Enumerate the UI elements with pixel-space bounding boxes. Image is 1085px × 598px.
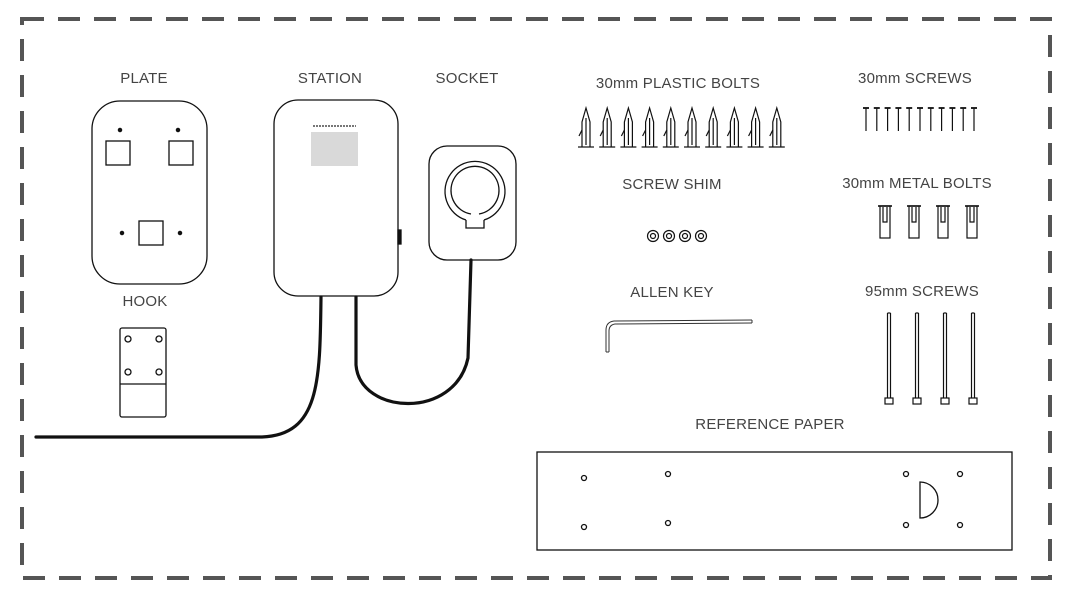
screw-30-icon	[927, 107, 934, 131]
reference-paper-drawing	[536, 451, 1013, 551]
dashed-frame	[20, 17, 1052, 580]
hook-drawing	[119, 327, 167, 418]
screw-30-icon	[906, 107, 913, 131]
plastic-bolt-icon	[747, 105, 764, 148]
plastic-bolt-icon	[684, 105, 700, 148]
screw-95-icon	[940, 312, 950, 405]
hook-label: HOOK	[122, 293, 168, 310]
socket-drawing	[428, 145, 517, 261]
screw-shim-icon	[646, 229, 660, 243]
screw-95-icon	[912, 312, 922, 405]
plastic-bolts-label: 30mm PLASTIC BOLTS	[595, 75, 761, 92]
screw-30-icon	[917, 107, 923, 131]
plastic-bolt-icon	[578, 105, 594, 148]
screws-95-group	[884, 312, 978, 405]
screw-30-icon	[884, 107, 891, 131]
plastic-bolts-group	[578, 105, 785, 148]
plastic-bolt-icon	[620, 105, 637, 148]
screw-95-icon	[968, 312, 978, 405]
cables	[34, 258, 473, 439]
metal-bolts-label: 30mm METAL BOLTS	[842, 175, 992, 192]
screw-30-icon	[949, 107, 956, 131]
plastic-bolt-icon	[641, 105, 658, 148]
plastic-bolt-icon	[726, 105, 743, 148]
plastic-bolt-icon	[705, 105, 722, 148]
allen-key-label: ALLEN KEY	[630, 284, 714, 301]
screw-shim-group	[646, 229, 708, 243]
plate-label: PLATE	[120, 70, 168, 87]
allen-key-drawing	[605, 319, 753, 353]
screw-30-icon	[863, 107, 869, 131]
screws-30-label: 30mm SCREWS	[858, 70, 972, 87]
station-drawing	[273, 99, 402, 297]
reference-paper-label: REFERENCE PAPER	[695, 416, 845, 433]
screw-30-icon	[895, 107, 902, 131]
metal-bolts-group	[878, 205, 979, 239]
screw-shim-icon	[662, 229, 676, 243]
socket-label: SOCKET	[435, 70, 499, 87]
plastic-bolt-icon	[662, 105, 679, 148]
screw-shim-icon	[694, 229, 708, 243]
plate-drawing	[91, 100, 208, 285]
metal-bolt-icon	[878, 205, 892, 239]
screw-shim-label: SCREW SHIM	[622, 176, 722, 193]
metal-bolt-icon	[936, 205, 950, 239]
metal-bolt-icon	[907, 205, 921, 239]
screws-30-group	[863, 107, 977, 131]
screw-95-icon	[884, 312, 894, 405]
metal-bolt-icon	[965, 205, 979, 239]
screws-95-label: 95mm SCREWS	[865, 283, 979, 300]
plastic-bolt-icon	[599, 105, 616, 148]
plastic-bolt-icon	[768, 105, 785, 148]
screw-30-icon	[873, 107, 880, 131]
screw-30-icon	[938, 107, 945, 131]
screw-30-icon	[971, 107, 977, 131]
station-label: STATION	[297, 70, 363, 87]
screw-30-icon	[960, 107, 967, 131]
screw-shim-icon	[678, 229, 692, 243]
